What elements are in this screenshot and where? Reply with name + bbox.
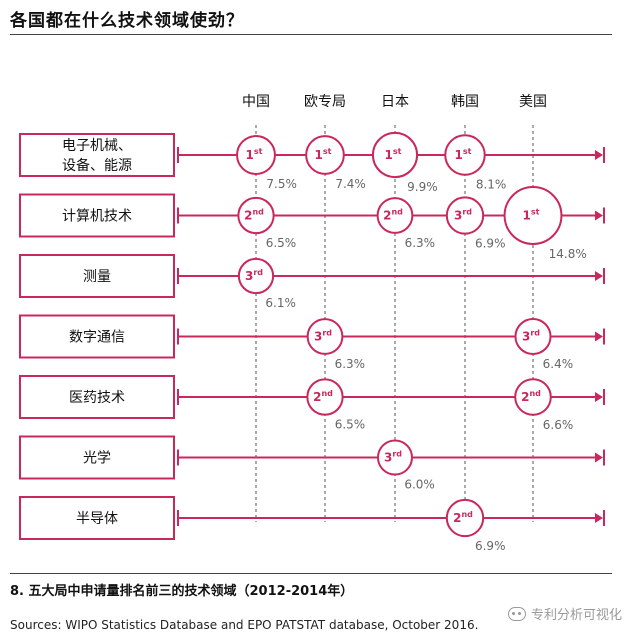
watermark-text: 专利分析可视化 — [530, 608, 622, 623]
rank-label: 1st — [385, 147, 402, 162]
row-label-box — [19, 496, 175, 540]
column-header: 美国 — [519, 94, 547, 110]
rank-label: 2nd — [521, 389, 541, 404]
share-label: 9.9% — [407, 180, 438, 194]
rank-label: 3rd — [314, 329, 332, 344]
share-label: 6.6% — [543, 418, 574, 432]
rank-circle — [305, 135, 345, 175]
row-label-box — [19, 133, 175, 177]
row-axis-arrow — [595, 210, 603, 221]
rank-circle — [376, 197, 414, 234]
rank-label: 3rd — [245, 268, 263, 283]
page-title: 各国都在什么技术领域使劲？ — [10, 11, 244, 31]
share-label: 7.4% — [335, 177, 366, 191]
caption-divider — [10, 573, 612, 574]
row-label: 半导体 — [76, 511, 118, 527]
column-header: 欧专局 — [304, 94, 346, 110]
source-note: Sources: WIPO Statistics Database and EP… — [10, 618, 479, 632]
rank-label: 2nd — [244, 208, 264, 223]
row-label: 测量 — [83, 269, 111, 285]
rank-circle — [445, 196, 485, 235]
share-label: 6.1% — [265, 296, 296, 310]
rank-label: 3rd — [384, 450, 402, 465]
share-label: 6.0% — [404, 478, 435, 492]
column-header: 中国 — [242, 94, 270, 110]
row-label: 计算机技术 — [62, 209, 132, 225]
row-label-box — [19, 314, 175, 359]
share-label: 6.5% — [266, 236, 297, 250]
share-label: 6.5% — [335, 418, 366, 432]
share-label: 6.4% — [543, 357, 574, 371]
rank-circle — [503, 186, 563, 245]
row-axis-arrow — [595, 452, 603, 463]
row-label: 数字通信 — [69, 330, 125, 346]
rank-circle — [306, 378, 344, 416]
rank-circle — [237, 257, 275, 295]
share-label: 14.8% — [549, 247, 587, 261]
row-label: 医药技术 — [69, 390, 125, 406]
row-axis-arrow — [595, 271, 603, 281]
rank-circle — [445, 498, 485, 538]
rank-circle — [306, 318, 344, 355]
share-label: 6.9% — [475, 237, 506, 251]
row-label: 光学 — [83, 451, 111, 467]
row-label: 电子机械、 — [62, 138, 132, 154]
watermark: 专利分析可视化 — [507, 604, 622, 623]
rank-circle — [237, 196, 275, 235]
rank-circle — [514, 378, 552, 416]
share-label: 6.9% — [475, 539, 506, 553]
column-header: 日本 — [381, 94, 409, 110]
rank-circle — [444, 134, 486, 176]
rank-circle — [377, 439, 413, 476]
rank-label: 2nd — [383, 208, 403, 223]
rank-label: 1st — [246, 147, 263, 162]
row-label-box — [19, 435, 175, 480]
row-axis-arrow — [595, 331, 603, 342]
rank-label: 1st — [455, 147, 472, 162]
row-label-box — [19, 375, 175, 419]
rank-label: 3rd — [454, 208, 472, 223]
title-divider — [10, 34, 612, 35]
row-label-box — [19, 193, 175, 238]
rank-label: 1st — [315, 147, 332, 162]
row-label-box — [19, 254, 175, 298]
row-axis-arrow — [595, 513, 603, 523]
row-axis-arrow — [595, 392, 603, 402]
row-axis-arrow — [595, 150, 603, 160]
rank-label: 3rd — [522, 329, 540, 344]
rank-circle — [371, 131, 419, 179]
wechat-icon — [507, 606, 526, 621]
share-label: 6.3% — [405, 236, 436, 250]
share-label: 7.5% — [266, 177, 297, 191]
row-label: 设备、能源 — [62, 157, 132, 174]
share-label: 8.1% — [476, 178, 507, 192]
rank-chart: 中国 欧专局 日本 韩国 美国电子机械、设备、能源计算机技术测量数字通信医药技术光学半导… — [19, 94, 605, 553]
column-header: 韩国 — [451, 94, 479, 110]
rank-label: 2nd — [453, 510, 473, 525]
rank-circle — [236, 135, 276, 175]
rank-label: 1st — [523, 208, 540, 223]
rank-label: 2nd — [313, 389, 333, 404]
share-label: 6.3% — [335, 357, 366, 371]
rank-circle — [514, 317, 552, 356]
figure-caption: 8. 五大局中申请量排名前三的技术领域（2012-2014年） — [10, 584, 354, 599]
